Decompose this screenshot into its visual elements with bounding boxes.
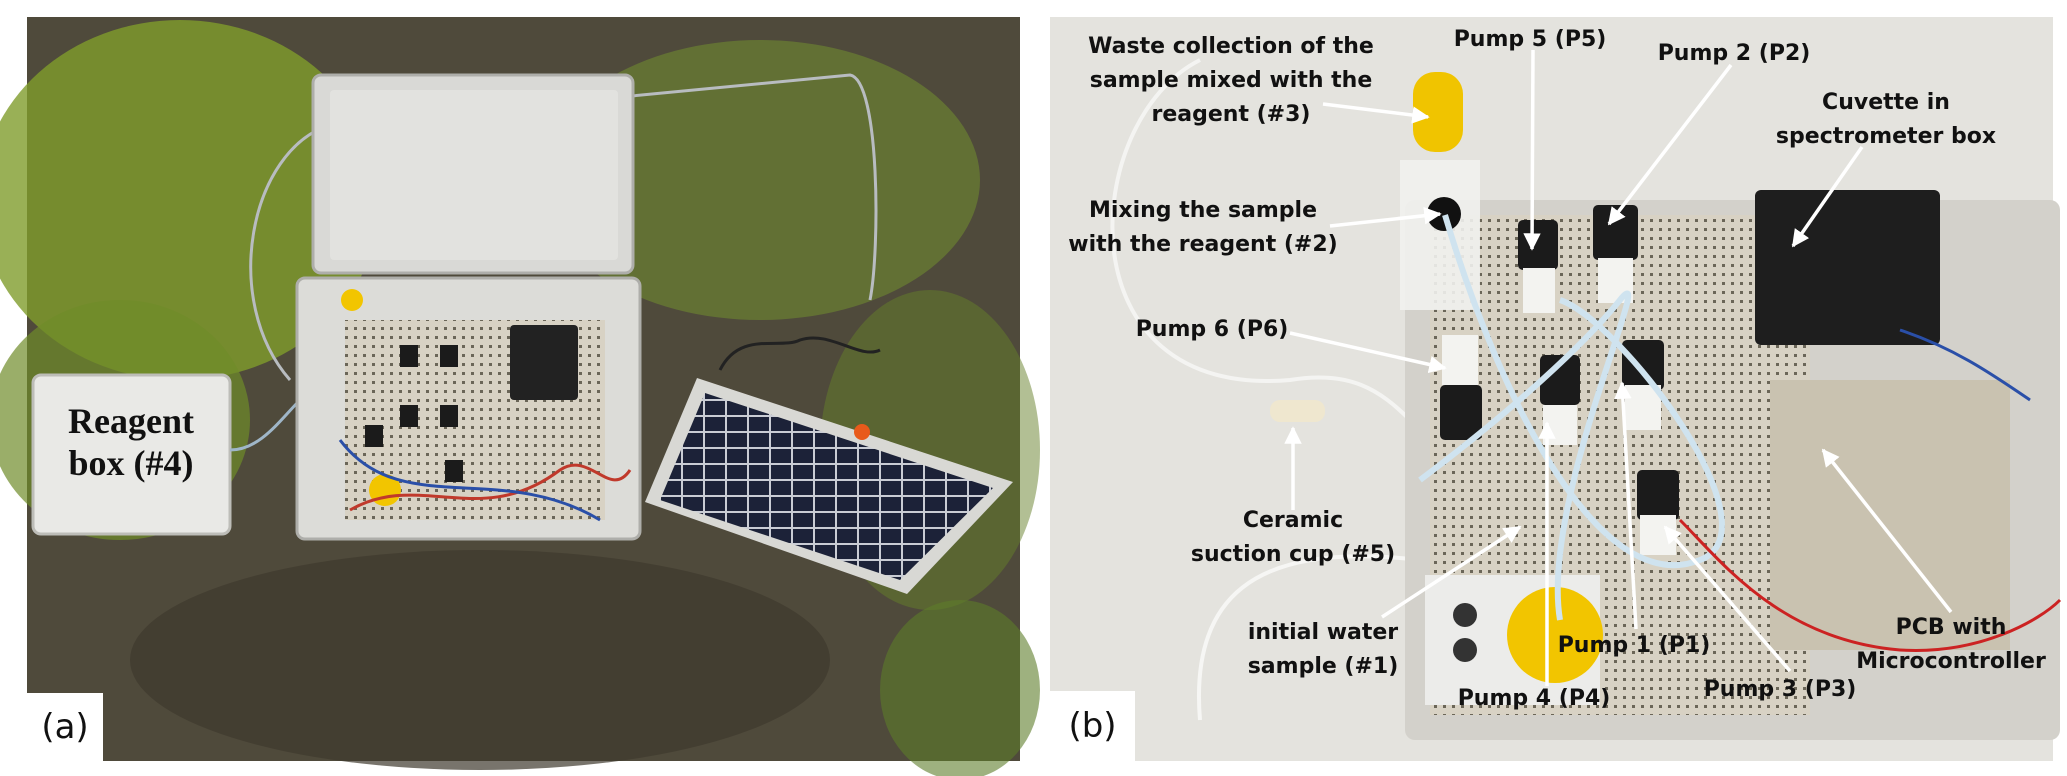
- panel-a-tag: (a): [27, 693, 103, 761]
- arrow-pump1: [1614, 381, 1638, 630]
- annotation-arrows: [1284, 49, 1953, 686]
- label-pump1: Pump 1 (P1): [1557, 633, 1711, 658]
- label-ceramic-cup: Ceramic suction cup (#5): [1191, 504, 1395, 572]
- label-pump2: Pump 2 (P2): [1657, 41, 1811, 66]
- panel-b-photo: [1050, 17, 2062, 761]
- label-line: suction cup (#5): [1190, 542, 1396, 567]
- label-pump3: Pump 3 (P3): [1703, 677, 1857, 702]
- label-pump4: Pump 4 (P4): [1457, 686, 1611, 711]
- arrow-pcb: [1821, 448, 1953, 614]
- arrow-initial: [1381, 525, 1522, 619]
- label-line: Microcontroller: [1856, 649, 2046, 674]
- arrow-pump2: [1607, 63, 1733, 226]
- label-line: Mixing the sample: [1088, 198, 1318, 223]
- label-initial-sample: initial water sample (#1): [1248, 616, 1399, 684]
- label-line: with the reagent (#2): [1068, 232, 1338, 257]
- label-line: Ceramic: [1242, 508, 1344, 533]
- arrow-mixing: [1329, 207, 1442, 228]
- label-pump6: Pump 6 (P6): [1135, 317, 1289, 342]
- panel-b-tag: (b): [1050, 691, 1135, 761]
- arrow-pump6: [1289, 331, 1447, 374]
- spectrometer-box: [1755, 190, 1940, 345]
- label-line: initial water: [1247, 620, 1399, 645]
- reagent-box: [31, 373, 232, 536]
- arrow-pump3: [1663, 525, 1792, 673]
- label-pump5: Pump 5 (P5): [1453, 27, 1607, 52]
- label-line: sample mixed with the: [1089, 68, 1373, 93]
- arrow-cuvette: [1791, 145, 1864, 248]
- label-line: spectrometer box: [1775, 124, 1997, 149]
- arrow-pump5: [1523, 49, 1541, 251]
- label-mixing: Mixing the sample with the reagent (#2): [1068, 194, 1337, 262]
- reagent-box-label-line: Reagent: [68, 401, 194, 441]
- label-line: Waste collection of the: [1088, 34, 1374, 59]
- label-line: PCB with: [1895, 615, 2007, 640]
- label-waste-collection: Waste collection of the sample mixed wit…: [1088, 30, 1374, 132]
- label-line: sample (#1): [1247, 654, 1399, 679]
- reagent-box-label: Reagent box (#4): [36, 400, 226, 484]
- arrow-waste: [1322, 102, 1430, 124]
- panel-a-photo: [0, 17, 1040, 776]
- label-line: reagent (#3): [1151, 102, 1311, 127]
- reagent-box-label-line: box (#4): [68, 443, 194, 483]
- label-pcb: PCB with Microcontroller: [1856, 611, 2046, 679]
- label-cuvette: Cuvette in spectrometer box: [1776, 86, 1996, 154]
- label-line: Cuvette in: [1822, 90, 1950, 115]
